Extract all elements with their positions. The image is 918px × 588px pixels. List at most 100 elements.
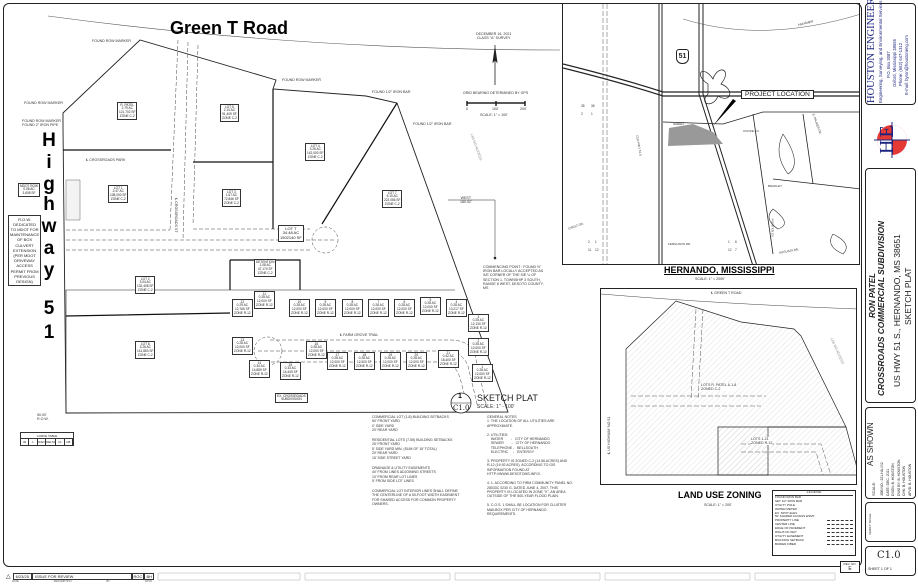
revision-apvd: BH: [144, 572, 154, 580]
lot-zone: ZONE R-12: [440, 361, 457, 366]
lot-zone: ZONE C-2: [307, 154, 323, 159]
lot-name: 13: [240, 337, 245, 342]
sheet-number-box: [865, 546, 916, 576]
lot-zone: ZONE C-2: [224, 200, 239, 205]
highway-letter: i: [46, 152, 52, 173]
highway-letter: 5: [43, 298, 55, 319]
crossroads-park-label: ℄ CROSSROADS PARK: [86, 158, 126, 162]
general-notes: GENERAL NOTES 1. THE LOCATION OF ALL UTI…: [487, 415, 573, 516]
lot-ac: 0.28 AC: [472, 318, 484, 323]
lot-name: LOT 8: [140, 341, 150, 346]
green-t-road-centerline: [47, 15, 561, 51]
mdot-row-label: MDOT ROW 0.08 AC 3,608 SF: [18, 183, 41, 198]
vicinity-street-label: POINTER CV.: [770, 218, 775, 238]
lot-ac: 2.79 AC: [121, 106, 133, 111]
row-hatch: [65, 179, 81, 221]
revision-headers: DATE DESCRIPTION BY APVD: [12, 580, 152, 583]
lot-name: DETENTION: [256, 259, 275, 264]
lot-name: 11: [262, 291, 266, 296]
highway-letter: h: [43, 194, 55, 215]
lot-ac: 0.28 AC: [410, 356, 422, 361]
lot-ac: 0.28 AC: [331, 356, 343, 361]
lot-ac: 0.28 AC: [293, 303, 305, 308]
legend-item: UTILITY POLE: [775, 503, 853, 508]
lot-name: 4: [455, 299, 458, 304]
lot-t-label: LOT T 34.48 AC 1502140 SF: [278, 225, 304, 242]
vicinity-street-label: GREEN: [673, 122, 684, 126]
zoning-commercial-label: LOTS R. PATEL & 1-8 ZONED C-2: [701, 383, 737, 392]
curve-table-header: CB: [65, 439, 74, 445]
lot-zone: ZONE R-12: [408, 363, 425, 368]
lot-t-acres: 34.48 AC: [282, 230, 300, 236]
revision-header-description: DESCRIPTION: [53, 580, 72, 583]
vicinity-map-scale: SCALE: 1" = 2000': [695, 277, 725, 281]
highway-letter: H: [42, 130, 56, 151]
lot-zone: ZONE C-2: [222, 115, 237, 120]
lot-sf: 12,130 SF: [470, 321, 486, 326]
lot-name: 16: [314, 341, 319, 346]
project-info-line: DATE: DEC. 2021: [885, 468, 890, 496]
ex-crossroads-subdivision: EX. CROSSROADS SUBDIVISION: [275, 393, 308, 404]
lot-sf: 12,000 SF: [422, 304, 438, 309]
legend-symbol-icon: [827, 531, 853, 534]
curve-table-header: RAD: [38, 439, 47, 445]
lot-sf: 12,000 SF: [474, 371, 490, 376]
project-location: US HWY 51 S., HERNANDO, MS 38651: [892, 234, 902, 387]
section-number: 2: [581, 112, 583, 116]
lot-name: R. PATEL: [120, 102, 135, 107]
legend-item: WATER METER: [775, 507, 853, 512]
lot-name: 7: [377, 299, 380, 304]
firm-city: Oxford, Mississippi 38655: [892, 39, 897, 87]
lot-name: LOT 4: [310, 143, 320, 148]
scale-bar: [466, 101, 526, 106]
vicinity-map-title: HERNANDO, MISSISSIPPI: [664, 265, 775, 275]
legend-item-label: UTILITY EASEMENT: [775, 533, 804, 538]
legend-item: UTILITY EASEMENT: [775, 533, 853, 539]
lot-zone: ZONE R-12: [470, 325, 487, 330]
grid-bearing-note: GRID BEARING DETERMINED BY GPS: [463, 91, 529, 95]
lot-ac: 0.28 AC: [236, 341, 248, 346]
scale-bar-tick: 200': [520, 107, 527, 111]
vicinity-street-label: BRADLEY: [768, 184, 783, 188]
lot-sf: 18,400 SF: [440, 357, 456, 362]
lot-ac: 1.08 AC: [259, 263, 271, 268]
drainage-easements-note: DRAINAGE & UTILITY EASEMENTS 40' FROM LI…: [372, 466, 436, 484]
lot-sf: 12,000 SF: [382, 359, 398, 364]
firm-subtitle: Engineering, Surveying, and Environmenta…: [878, 0, 883, 103]
lot-name: LOT 1: [113, 185, 123, 190]
legend-symbol-icon: [827, 527, 853, 530]
project-info-line: DWG BY: B. HOUSTON: [896, 459, 901, 497]
lot-name: 17: [335, 352, 340, 357]
lot-name: LOT 2: [140, 276, 150, 281]
zoning-map-title: LAND USE ZONING: [678, 490, 762, 500]
lot-sf: 12,000 SF: [317, 306, 333, 311]
lot-zone: ZONE R-12: [474, 375, 491, 380]
highway-letter: a: [43, 238, 55, 259]
land-use-zoning-map: ℄ GREEN T ROAD ℄ US HIGHWAY NO 51 I-55 N…: [600, 288, 857, 485]
found-row-marker-pipe-label: FOUND ROW MARKER FOUND 2" IRON PIPE: [22, 119, 61, 128]
lot-zone: ZONE C-2: [119, 113, 135, 118]
project-info-line: APVD: B. HOUSTON: [907, 463, 912, 496]
lot-ac: 2.10 AC: [223, 108, 236, 113]
lot-sf: 141,863 SF: [137, 348, 154, 353]
lot-sf: 12,000 SF: [291, 306, 307, 311]
commencing-point-note: COMMENCING POINT : FOUND ½" IRON BAR LOC…: [483, 265, 544, 291]
lot-name: 5: [429, 297, 432, 302]
legend-symbol-icon: [827, 496, 853, 498]
revision-triangle-icon: △: [6, 573, 11, 580]
zoning-green-t-label: ℄ GREEN T ROAD: [711, 291, 742, 295]
lot-sf: 132,408 SF: [137, 283, 154, 288]
commercial-interior-lines-note: COMMERCIAL LOT INTERIOR LINES SHALL DEFI…: [372, 489, 460, 507]
found-iron-bar-label: FOUND 1/2" IRON BAR: [413, 122, 452, 126]
legend-item-label: CENTER LINE: [775, 522, 795, 527]
